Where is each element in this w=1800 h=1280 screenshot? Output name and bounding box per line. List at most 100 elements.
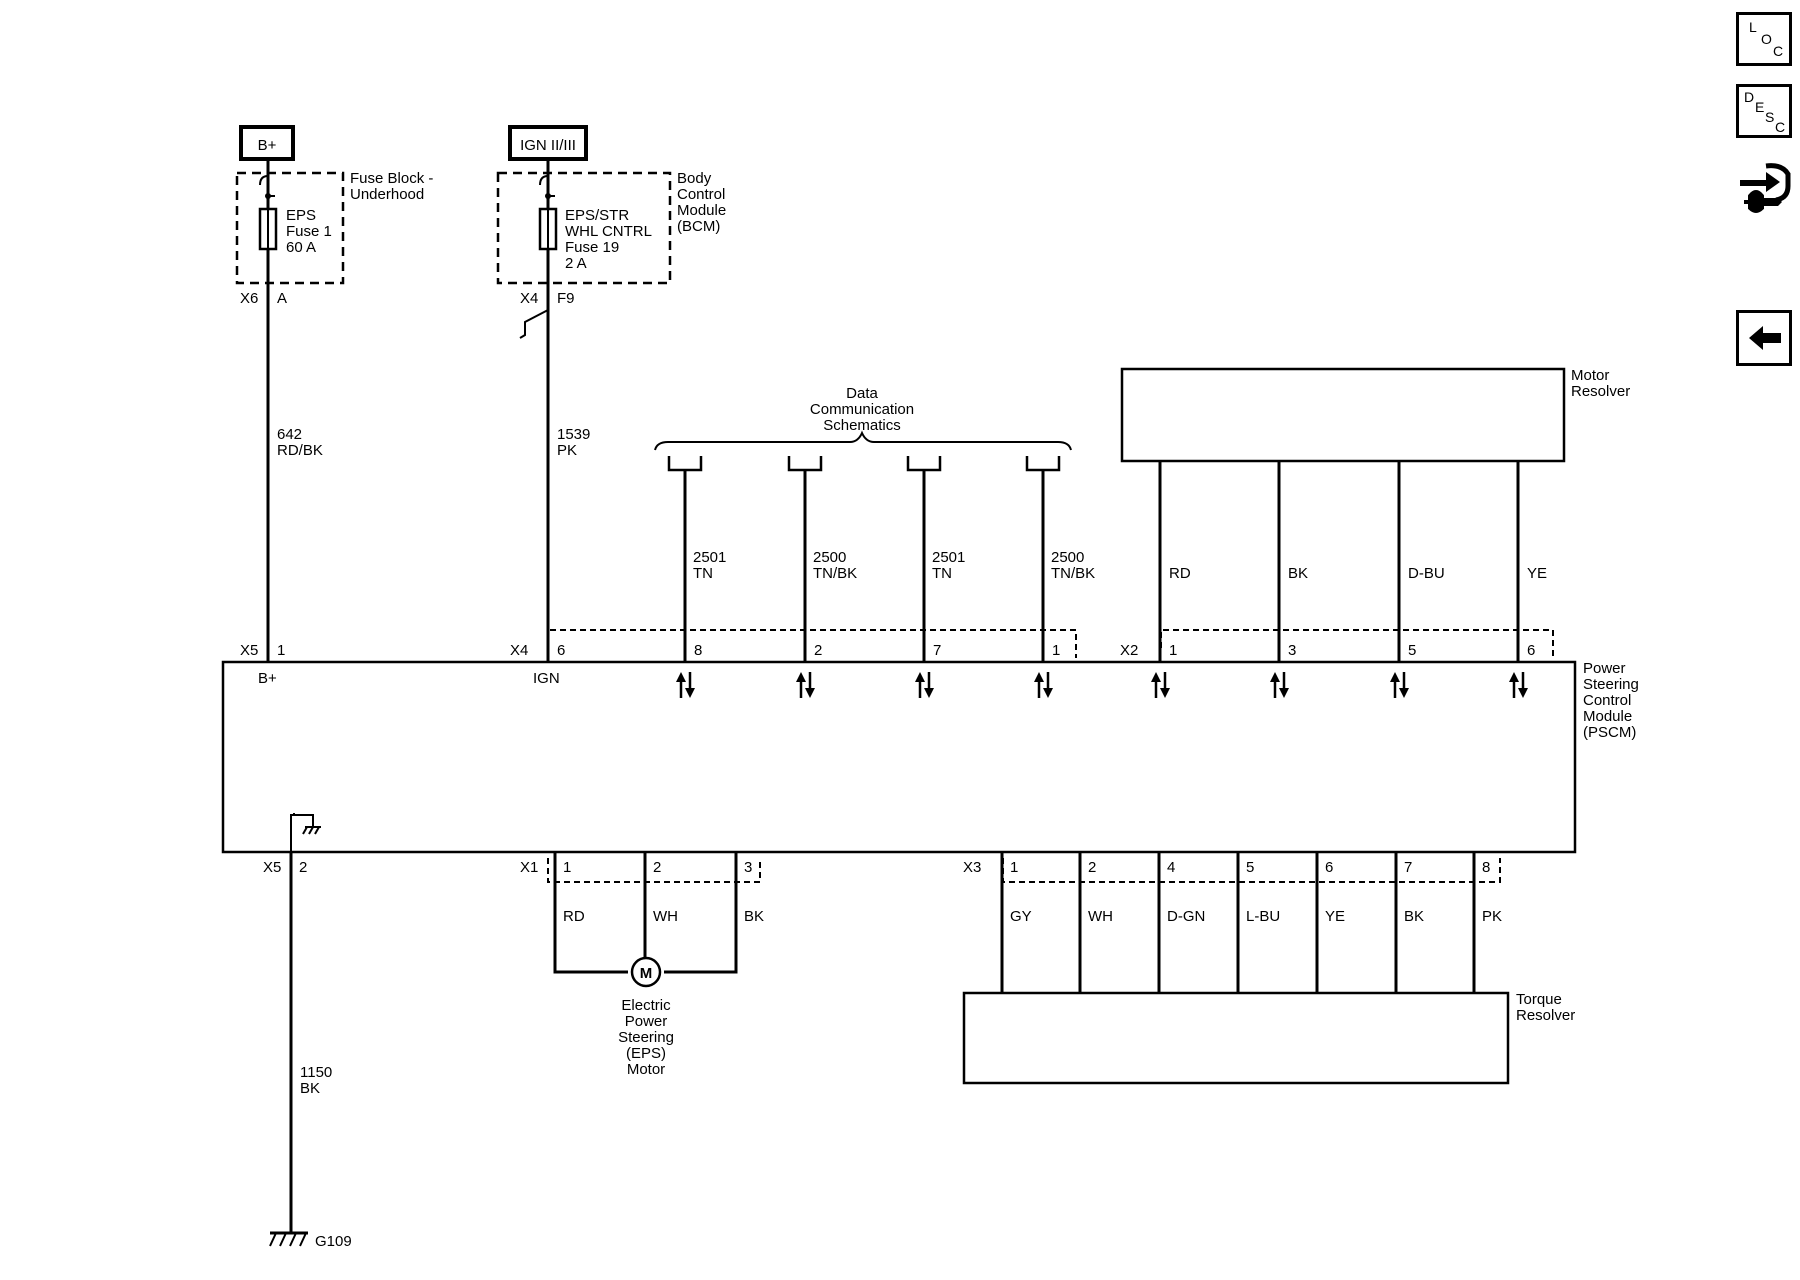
pscm-x5-pin-1: 1 bbox=[277, 642, 285, 659]
eps-motor-wire-color: RD bbox=[563, 908, 585, 925]
x1-connector-outline bbox=[547, 858, 761, 883]
comm-wire-circuit: 2500 bbox=[813, 549, 846, 566]
torque-resolver-wire-color: YE bbox=[1325, 908, 1345, 925]
fuse-1-connector: X6 bbox=[240, 290, 258, 307]
svg-text:Communication: Communication bbox=[810, 401, 914, 418]
svg-text:Body: Body bbox=[677, 170, 712, 187]
svg-text:642: 642 bbox=[277, 426, 302, 443]
eps-motor-wire-pin: 1 bbox=[563, 859, 571, 876]
fuse-block-label: Fuse Block - Underhood bbox=[350, 170, 433, 203]
eps-motor-wire: 3BK bbox=[744, 859, 764, 925]
svg-text:1539: 1539 bbox=[557, 426, 590, 443]
torque-resolver-wire-pin: 5 bbox=[1246, 859, 1254, 876]
motor-resolver-bidirectional-arrow bbox=[1390, 672, 1409, 698]
motor-resolver-wire: YE6 bbox=[1516, 461, 1547, 663]
eps-motor-wire: 2WH bbox=[643, 852, 678, 958]
bplus-label: B+ bbox=[258, 137, 277, 154]
internal-ground-icon bbox=[290, 814, 321, 851]
torque-resolver-wire-color: GY bbox=[1010, 908, 1032, 925]
torque-resolver-wire-pin: 1 bbox=[1010, 859, 1018, 876]
torque-resolver-wire: 6YE bbox=[1315, 852, 1345, 993]
comm-wire-circuit: 2501 bbox=[932, 549, 965, 566]
comm-bidirectional-arrow bbox=[915, 672, 934, 698]
desc-letter-e: E bbox=[1755, 99, 1765, 115]
location-button[interactable]: L O C bbox=[1736, 12, 1792, 66]
svg-text:Underhood: Underhood bbox=[350, 186, 424, 203]
fuse-19-label: EPS/STR WHL CNTRL Fuse 19 2 A bbox=[565, 207, 652, 272]
comm-wire-pin: 7 bbox=[933, 642, 941, 659]
torque-resolver-wire-color: PK bbox=[1482, 908, 1502, 925]
data-comm-label: Data Communication Schematics bbox=[810, 385, 914, 434]
comm-wire-color: TN bbox=[693, 565, 713, 582]
eps-motor-label: Electric Power Steering (EPS) Motor bbox=[618, 997, 674, 1078]
torque-resolver-box bbox=[962, 991, 1510, 1085]
comm-wire-color: TN bbox=[932, 565, 952, 582]
svg-text:Motor: Motor bbox=[627, 1061, 665, 1078]
svg-text:Steering: Steering bbox=[1583, 676, 1639, 693]
pscm-x5-connector: X5 bbox=[240, 642, 258, 659]
description-button[interactable]: D E S C bbox=[1736, 84, 1792, 138]
torque-resolver-wire: 2WH bbox=[1078, 852, 1113, 993]
desc-letter-s: S bbox=[1765, 109, 1775, 125]
motor-resolver-wire: RD1 bbox=[1158, 461, 1191, 663]
svg-text:WHL CNTRL: WHL CNTRL bbox=[565, 223, 652, 240]
motor-resolver-wire-pin: 1 bbox=[1169, 642, 1177, 659]
motor-resolver-bidirectional-arrow bbox=[1151, 672, 1170, 698]
fuse-1-label: EPS Fuse 1 60 A bbox=[286, 207, 332, 256]
eps-motor-wire-pin: 2 bbox=[653, 859, 661, 876]
eps-motor-wire-color: BK bbox=[744, 908, 764, 925]
pscm-x5-connector-ground: X5 bbox=[263, 859, 281, 876]
motor-resolver-bidirectional-arrow bbox=[1509, 672, 1528, 698]
torque-x3-connector: X3 bbox=[963, 859, 981, 876]
torque-resolver-wire-pin: 2 bbox=[1088, 859, 1096, 876]
connector-tool-button[interactable] bbox=[1736, 158, 1792, 220]
comm-wire-pin: 1 bbox=[1052, 642, 1060, 659]
svg-text:Torque: Torque bbox=[1516, 991, 1562, 1008]
torque-resolver-wire: 7BK bbox=[1394, 852, 1424, 993]
ground-g109-icon bbox=[269, 1231, 308, 1247]
svg-text:(BCM): (BCM) bbox=[677, 218, 720, 235]
x2-connector-outline bbox=[1160, 629, 1554, 658]
svg-text:Resolver: Resolver bbox=[1571, 383, 1630, 400]
fuse-1-pin: A bbox=[277, 290, 287, 307]
motor-resolver-wire: BK3 bbox=[1277, 461, 1308, 663]
motor-resolver-wire-color: D-BU bbox=[1408, 565, 1445, 582]
pscm-bidirectional-arrows bbox=[676, 672, 1528, 698]
eps-motor-wire-pin: 3 bbox=[744, 859, 752, 876]
svg-text:Data: Data bbox=[846, 385, 878, 402]
eps-motor-wires: 1RD 2WH 3BK bbox=[563, 852, 764, 958]
svg-text:Fuse 19: Fuse 19 bbox=[565, 239, 619, 256]
eps-motor-symbol bbox=[630, 956, 662, 988]
pscm-x4-connector: X4 bbox=[510, 642, 528, 659]
svg-text:PK: PK bbox=[557, 442, 577, 459]
fuse-19-connector: X4 bbox=[520, 290, 538, 307]
ign-source: IGN II/III bbox=[508, 125, 588, 161]
data-comm-brace bbox=[654, 430, 1072, 451]
loc-letter-o: O bbox=[1761, 31, 1772, 47]
torque-resolver-wire-color: WH bbox=[1088, 908, 1113, 925]
torque-resolver-wire: 8PK bbox=[1472, 852, 1502, 993]
data-link-connector-icon bbox=[906, 456, 942, 472]
motor-resolver-wire-color: BK bbox=[1288, 565, 1308, 582]
back-button[interactable] bbox=[1736, 310, 1792, 366]
svg-text:Module: Module bbox=[1583, 708, 1632, 725]
pscm-x5-pin-2: 2 bbox=[299, 859, 307, 876]
loc-letter-c: C bbox=[1773, 43, 1784, 59]
torque-resolver-wire-pin: 4 bbox=[1167, 859, 1175, 876]
svg-text:EPS/STR: EPS/STR bbox=[565, 207, 629, 224]
pscm-x2-connector: X2 bbox=[1120, 642, 1138, 659]
torque-resolver-wire-color: BK bbox=[1404, 908, 1424, 925]
comm-wire-color: TN/BK bbox=[1051, 565, 1095, 582]
torque-resolver-wire: 4D-GN bbox=[1157, 852, 1205, 993]
connector-tool-icon bbox=[1740, 163, 1791, 213]
svg-text:EPS: EPS bbox=[286, 207, 316, 224]
desc-letter-c: C bbox=[1775, 119, 1786, 135]
motor-resolver-label: Motor Resolver bbox=[1571, 367, 1630, 400]
x4-connector-outline bbox=[547, 629, 1077, 658]
motor-resolver-wire-color: YE bbox=[1527, 565, 1547, 582]
torque-resolver-wire-pin: 6 bbox=[1325, 859, 1333, 876]
